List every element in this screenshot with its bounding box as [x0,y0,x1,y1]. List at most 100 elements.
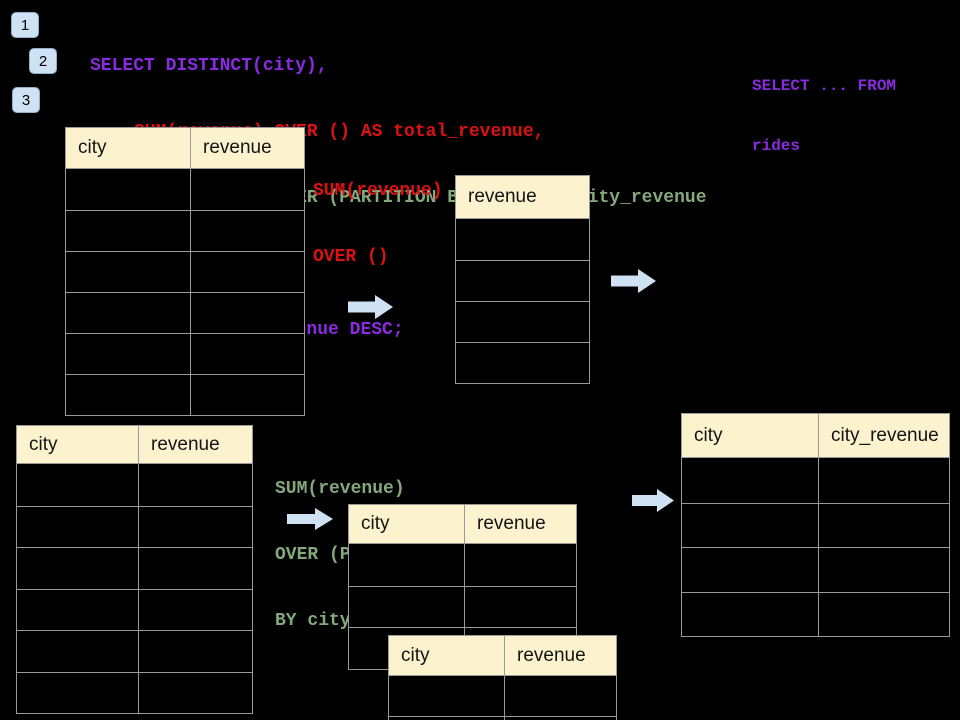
table-row [17,464,252,506]
table-header: city city_revenue [682,414,949,458]
table-cell-empty [66,375,190,415]
table-cell-empty [17,631,138,672]
column-header-city: city [78,137,107,158]
annotation-total-line-1: SUM(revenue) [313,181,443,201]
table-cell-empty [464,586,576,627]
flow-arrow-icon [611,269,656,293]
table-source-top: city revenue [65,127,305,416]
column-header-revenue: revenue [464,505,576,543]
table-cell-empty [138,589,252,630]
table-row [66,333,304,374]
column-header-revenue: revenue [138,426,252,463]
table-cell-empty [190,169,304,210]
table-row [456,219,589,260]
column-header-city-revenue: city_revenue [818,414,949,457]
table-cell-empty [456,343,589,383]
table-cell-empty [682,458,818,503]
table-cell-empty [17,672,138,713]
table-row [349,544,576,586]
table-row [682,547,949,592]
table-row [66,292,304,333]
table-row [17,547,252,589]
step-badge-3: 3 [12,87,40,113]
side-note-line-1: SELECT ... FROM [752,77,897,95]
table-cell-empty [456,219,589,260]
table-cell-empty [818,458,949,503]
side-note-line-2: rides [752,137,801,155]
table-cell-empty [17,589,138,630]
flow-arrow-icon [348,295,393,319]
table-cell-empty [349,586,464,627]
column-header-city: city [401,644,430,666]
table-header: revenue [456,176,589,219]
table-row [389,716,616,720]
table-row [66,374,304,415]
table-cell-empty [17,548,138,589]
table-row [17,671,252,713]
table-cell-empty [504,676,616,716]
table-row [349,585,576,627]
table-cell-empty [504,717,616,720]
table-cell-empty [818,503,949,547]
flow-arrow-icon [632,489,674,512]
table-cell-empty [66,293,190,333]
table-cell-empty [464,544,576,586]
column-header-revenue: revenue [504,636,616,675]
table-row [66,251,304,292]
table-cell-empty [66,252,190,292]
annotation-total-revenue: SUM(revenue) OVER () [313,136,443,312]
table-partition-front: city revenue [388,635,617,720]
annotation-total-line-2: OVER () [313,247,389,267]
sql-line-select: SELECT DISTINCT(city), [90,56,328,76]
step-badge-1: 1 [11,12,39,38]
table-cell-empty [389,717,504,720]
table-header: city revenue [66,128,304,169]
column-header-revenue: revenue [190,128,304,168]
table-cell-empty [682,592,818,636]
table-row [66,210,304,251]
table-cell-empty [190,252,304,292]
table-row [17,588,252,630]
table-cell-empty [138,631,252,672]
table-cell-empty [17,464,138,506]
table-cell-empty [66,334,190,374]
table-cell-empty [456,302,589,342]
table-cell-empty [190,334,304,374]
flow-arrow-icon [287,508,333,530]
table-cell-empty [818,592,949,636]
table-cell-empty [190,293,304,333]
column-header-city: city [29,433,58,455]
table-cell-empty [138,464,252,506]
table-row [389,676,616,716]
column-header-city: city [694,424,723,446]
table-row [682,591,949,636]
table-cell-empty [190,211,304,251]
table-header: city revenue [389,636,616,676]
table-row [66,169,304,210]
table-cell-empty [389,676,504,716]
table-total-revenue: revenue [455,175,590,384]
table-source-bottom: city revenue [16,425,253,714]
table-row [456,260,589,301]
table-cell-empty [66,169,190,210]
table-row [456,342,589,383]
annotation-partition-line-1: SUM(revenue) [275,479,405,499]
table-cell-empty [190,375,304,415]
table-header: city revenue [349,505,576,544]
side-note: SELECT ... FROM rides [752,36,896,196]
table-cell-empty [17,506,138,547]
table-cell-empty [138,506,252,547]
table-header: city revenue [17,426,252,464]
column-header-city: city [361,513,390,534]
table-cell-empty [349,544,464,586]
table-cell-empty [818,548,949,592]
table-cell-empty [682,503,818,547]
table-cell-empty [138,548,252,589]
table-row [456,301,589,342]
column-header-revenue: revenue [468,186,537,207]
annotation-partition-line-3: BY city) [275,611,362,631]
table-row [17,505,252,547]
table-cell-empty [138,672,252,713]
table-cell-empty [682,548,818,592]
